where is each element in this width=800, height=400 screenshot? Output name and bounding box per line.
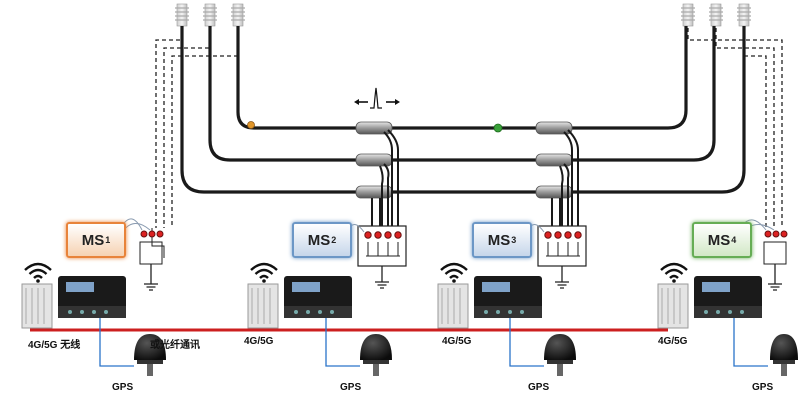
field-station-4: [657, 262, 762, 329]
wifi-icon: [24, 262, 52, 283]
fault-point-marker: [493, 123, 503, 133]
cable-phase-b: [208, 26, 716, 162]
insulator-icon: [175, 3, 189, 27]
insulator-icon: [203, 3, 217, 27]
fiber-label: 或光纤通讯: [150, 340, 200, 351]
server-rack-icon: [247, 283, 279, 329]
junction-box-icon: [357, 225, 407, 289]
gps-antenna-icon: [770, 334, 798, 376]
signal-origin-marker: [247, 121, 255, 129]
sensor-leads: [121, 218, 775, 233]
junction-box-icon: [537, 225, 587, 289]
power-cables: [180, 26, 746, 194]
joint-lead-wires: [371, 129, 579, 226]
sensor-clamp-icon: [535, 185, 573, 199]
gps-wires: [99, 318, 768, 367]
field-station-3: [437, 262, 542, 329]
sensor-clamp-icon: [355, 121, 393, 135]
ms3-sub: 3: [511, 235, 517, 245]
server-rack-icon: [437, 283, 469, 329]
network-label-3: 4G/5G: [442, 336, 472, 347]
ground-icon: [144, 264, 158, 291]
wifi-icon: [660, 262, 688, 283]
server-rack-icon: [21, 283, 53, 329]
network-label-4: 4G/5G: [658, 336, 688, 347]
gps-label-3: GPS: [528, 382, 550, 393]
gps-antenna-icon: [134, 334, 166, 376]
wifi-icon: [440, 262, 468, 283]
ms1-label: MS: [81, 231, 105, 249]
network-label-2: 4G/5G: [244, 336, 274, 347]
ms2-label: MS: [307, 231, 331, 249]
terminal-unit-icon: [284, 276, 352, 318]
sensor-clamp-icon: [535, 153, 573, 167]
insulator-group-left: [175, 3, 245, 27]
terminal-unit-icon: [474, 276, 542, 318]
gps-label-4: GPS: [752, 382, 774, 393]
gps-antenna-icon: [360, 334, 392, 376]
insulator-icon: [681, 3, 695, 27]
terminal-strip-ms1: [139, 228, 165, 291]
terminal-unit-icon: [694, 276, 762, 318]
cable-phase-c: [180, 26, 746, 194]
ms2-sub: 2: [331, 235, 337, 245]
gps-label-2: GPS: [340, 382, 362, 393]
ms1-sub: 1: [105, 235, 111, 245]
wifi-icon: [250, 262, 278, 283]
ms4-label: MS: [707, 231, 731, 249]
sensor-clamp-icon: [355, 185, 393, 199]
ground-icon: [768, 264, 782, 291]
ms3-label: MS: [487, 231, 511, 249]
cable-phase-a: [236, 26, 688, 130]
terminal-strip-ms4: [763, 230, 788, 291]
gps-antenna-icon: [544, 334, 576, 376]
insulator-icon: [737, 3, 751, 27]
insulator-group-right: [681, 3, 751, 27]
ms4-sub: 4: [731, 235, 737, 245]
terminal-unit-icon: [58, 276, 126, 318]
insulator-icon: [709, 3, 723, 27]
field-station-1: [21, 262, 126, 329]
sensor-clamp-icon: [355, 153, 393, 167]
insulator-icon: [231, 3, 245, 27]
sensor-clamp-icon: [535, 121, 573, 135]
network-label-1: 4G/5G 无线: [28, 340, 81, 351]
server-rack-icon: [657, 283, 689, 329]
gps-label-1: GPS: [112, 382, 134, 393]
field-station-2: [247, 262, 352, 329]
traveling-wave-icon: [354, 87, 400, 109]
